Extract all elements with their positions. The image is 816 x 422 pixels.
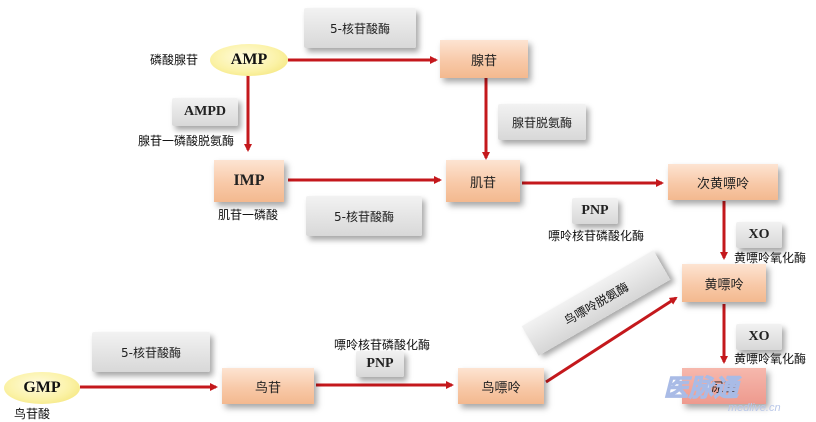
enzyme-xo-1: XO <box>736 222 782 248</box>
enzyme-5-nucleotidase-mid: 5-核苷酸酶 <box>306 196 422 236</box>
arrow-guanine-to-xanthine <box>545 296 678 384</box>
enzyme-pnp-top: PNP <box>572 198 618 224</box>
node-hypoxanthine: 次黄嘌呤 <box>668 164 778 200</box>
gmp-node: GMP <box>4 372 80 404</box>
node-uric-acid: 尿酸 <box>682 368 766 404</box>
enzyme-xo-2: XO <box>736 324 782 350</box>
node-guanine: 鸟嘌呤 <box>458 368 544 404</box>
enzyme-5-nucleotidase-bottom: 5-核苷酸酶 <box>92 332 210 372</box>
enzyme-adenosine-deaminase: 腺苷脱氨酶 <box>498 104 586 140</box>
node-adenosine: 腺苷 <box>440 40 528 78</box>
enzyme-ampd: AMPD <box>172 98 238 126</box>
ampd-full-label: 腺苷一磷酸脱氨酶 <box>138 134 235 148</box>
watermark-url: medlive.cn <box>728 402 781 414</box>
pnp-full-label-top: 嘌呤核苷磷酸化酶 <box>548 229 645 243</box>
gmp-name-label: 鸟苷酸 <box>14 407 51 421</box>
enzyme-5-nucleotidase-top: 5-核苷酸酶 <box>304 8 416 48</box>
amp-name-label: 磷酸腺苷 <box>150 53 199 67</box>
pnp-full-label-bottom: 嘌呤核苷磷酸化酶 <box>334 338 431 352</box>
node-inosine: 肌苷 <box>446 160 520 202</box>
imp-name-label: 肌苷一磷酸 <box>218 208 279 222</box>
xo-full-label-1: 黄嘌呤氧化酶 <box>734 251 807 265</box>
node-xanthine: 黄嘌呤 <box>682 264 766 302</box>
node-imp: IMP <box>214 160 284 202</box>
amp-node: AMP <box>210 44 288 76</box>
node-guanosine: 鸟苷 <box>222 368 314 404</box>
xo-full-label-2: 黄嘌呤氧化酶 <box>734 352 807 366</box>
enzyme-pnp-bottom: PNP <box>356 351 404 377</box>
watermark-logo: 医脉通 <box>664 374 739 403</box>
